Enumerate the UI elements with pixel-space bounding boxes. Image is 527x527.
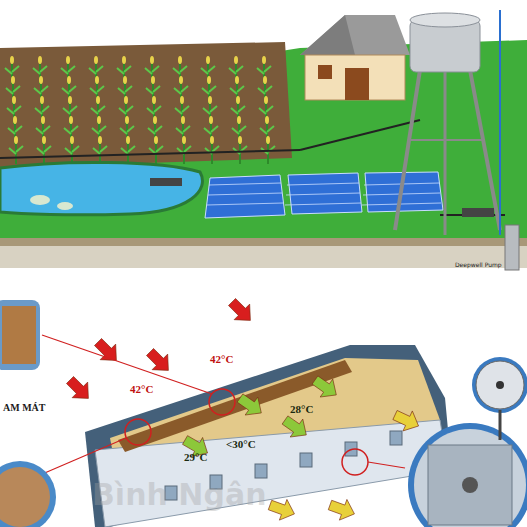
solar-panels (205, 172, 443, 218)
pipe (300, 120, 420, 150)
house (300, 15, 410, 100)
solar-grid (207, 183, 441, 205)
barn-roof (85, 345, 448, 527)
deepwell-pump (505, 225, 519, 270)
pond (0, 162, 202, 214)
soil-field (0, 42, 292, 168)
cooling-pad-photo (0, 300, 40, 370)
callout-circle (342, 449, 368, 475)
water-tower (395, 10, 500, 235)
controller (462, 208, 494, 217)
callout-circle (125, 419, 151, 445)
airflow-arrows (62, 294, 423, 524)
temperature-label: 42°C (130, 384, 153, 395)
controller (150, 178, 182, 186)
temperature-label: <30°C (226, 439, 256, 450)
leader-line (40, 438, 126, 475)
temperature-label: 42°C (210, 354, 233, 365)
pipe (0, 150, 300, 158)
stand-fan (472, 357, 527, 440)
cooling-pad-photo (0, 461, 56, 527)
lily (57, 202, 73, 210)
exhaust-fan-photo (408, 423, 527, 527)
part-label: Deepwell Pump (455, 262, 502, 268)
part-label: AM MÁT (3, 403, 46, 413)
callout-circle (209, 389, 235, 415)
leader-line (368, 462, 405, 468)
temperature-label: 29°C (184, 452, 207, 463)
temperature-label: 28°C (290, 404, 313, 415)
watermark: Bình Ngân (92, 480, 267, 510)
ground-section (0, 238, 527, 246)
ground-section (0, 238, 527, 268)
corn-rows (5, 56, 275, 164)
lily (30, 195, 50, 205)
leader-line (42, 335, 212, 394)
